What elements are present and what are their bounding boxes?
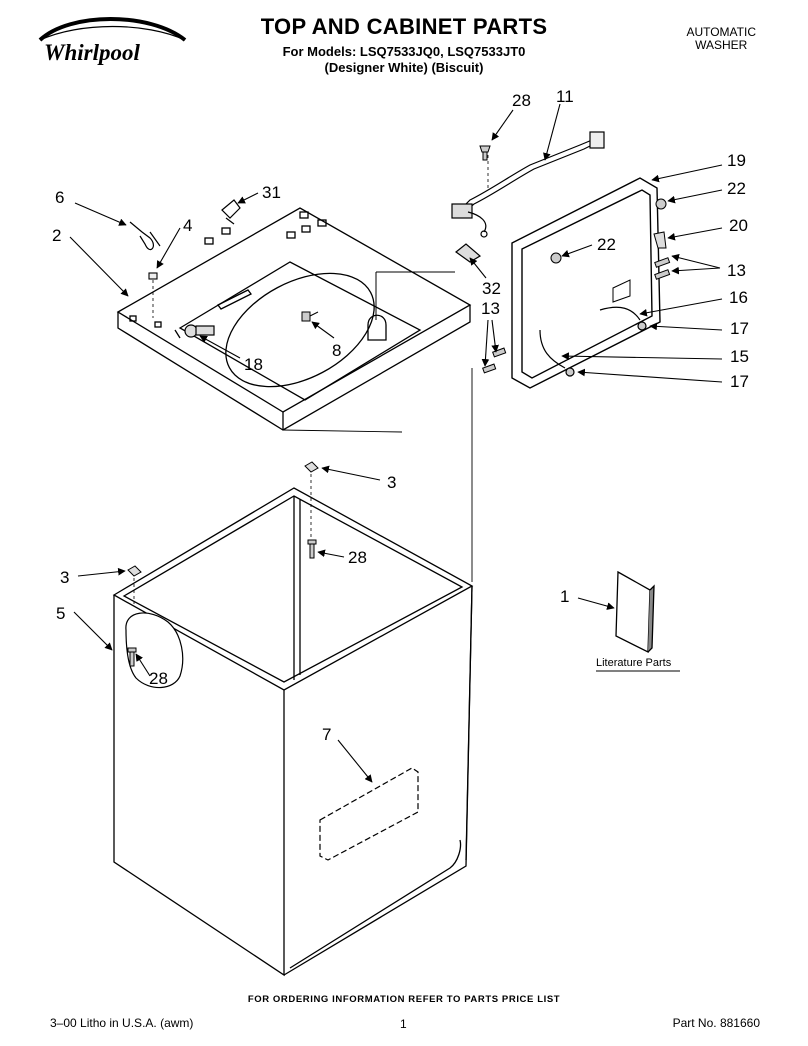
page-number: 1 — [400, 1017, 407, 1031]
callout-31: 31 — [262, 183, 281, 202]
callout-20: 20 — [729, 216, 748, 235]
callout-16: 16 — [729, 288, 748, 307]
alignment-lines — [152, 155, 489, 318]
clip-4 — [148, 272, 158, 280]
callout-3-left: 3 — [60, 568, 69, 587]
callout-3-rear: 3 — [387, 473, 396, 492]
callout-22-inner: 22 — [597, 235, 616, 254]
models-line-1: For Models: LSQ7533JQ0, LSQ7533JT0 — [282, 44, 526, 59]
plug-22-outer — [655, 198, 667, 210]
page-title: TOP AND CABINET PARTS — [260, 14, 548, 39]
callout-7: 7 — [322, 725, 331, 744]
screw-28-top — [479, 145, 491, 161]
screws-13-right — [654, 257, 671, 280]
callout-17-lower: 17 — [730, 372, 749, 391]
category-line-2: WASHER — [695, 38, 748, 52]
callout-11: 11 — [556, 87, 574, 106]
label-7 — [319, 767, 419, 861]
callout-13-left: 13 — [481, 299, 500, 318]
clip-31 — [221, 199, 241, 225]
ordering-note: FOR ORDERING INFORMATION REFER TO PARTS … — [247, 994, 561, 1005]
part-number: Part No. 881660 — [672, 1016, 760, 1030]
category-line-1: AUTOMATIC — [686, 25, 756, 39]
callout-15: 15 — [730, 347, 749, 366]
callout-28-cutaway: 28 — [149, 669, 168, 688]
hose-16 — [599, 306, 647, 331]
literature-booklet — [615, 570, 655, 654]
callout-8: 8 — [332, 341, 341, 360]
brand-logo-text: Whirlpool — [44, 40, 140, 65]
screw-8 — [301, 311, 319, 322]
screw-28-cutaway — [127, 647, 137, 667]
literature-label: Literature Parts — [596, 657, 672, 669]
hinge-pin — [184, 324, 215, 338]
cabinet-alignment — [133, 474, 312, 604]
callout-numbers: 6 2 4 31 18 8 28 11 19 22 20 22 32 13 16… — [52, 87, 749, 744]
whirlpool-logo: Whirlpool — [38, 17, 187, 65]
callout-4: 4 — [183, 216, 192, 235]
callout-1: 1 — [560, 587, 569, 606]
callout-18: 18 — [244, 355, 263, 374]
callout-6: 6 — [55, 188, 64, 207]
callout-2: 2 — [52, 226, 61, 245]
lid-switch — [455, 243, 482, 263]
clip-3-left — [127, 565, 142, 577]
frame-bracket — [612, 279, 631, 303]
rear-frame — [511, 177, 661, 389]
hose-15 — [539, 329, 575, 377]
callout-leaders — [69, 103, 723, 783]
wire-harness — [451, 131, 605, 238]
model-list: For Models: LSQ7533JQ0, LSQ7533JT0 (Desi… — [0, 44, 808, 76]
cutaway — [125, 612, 184, 689]
callout-19: 19 — [727, 151, 746, 170]
screw-28-cabinet — [307, 539, 317, 559]
callout-28-cabinet: 28 — [348, 548, 367, 567]
cabinet — [112, 487, 474, 977]
callout-32: 32 — [482, 279, 501, 298]
assembly-line — [282, 368, 473, 582]
clip-6 — [129, 221, 161, 251]
models-line-2: (Designer White) (Biscuit) — [324, 60, 484, 75]
clip-20 — [653, 231, 667, 249]
callout-17-upper: 17 — [730, 319, 749, 338]
product-category: AUTOMATIC WASHER — [686, 26, 756, 52]
top-panel — [116, 207, 472, 431]
callout-13-right: 13 — [727, 261, 746, 280]
litho-note: 3–00 Litho in U.S.A. (awm) — [50, 1016, 194, 1030]
callout-22-outer: 22 — [727, 179, 746, 198]
plug-22-inner — [550, 252, 562, 264]
callout-28-top: 28 — [512, 91, 531, 110]
callout-5: 5 — [56, 604, 65, 623]
clip-3-rear — [304, 461, 319, 473]
